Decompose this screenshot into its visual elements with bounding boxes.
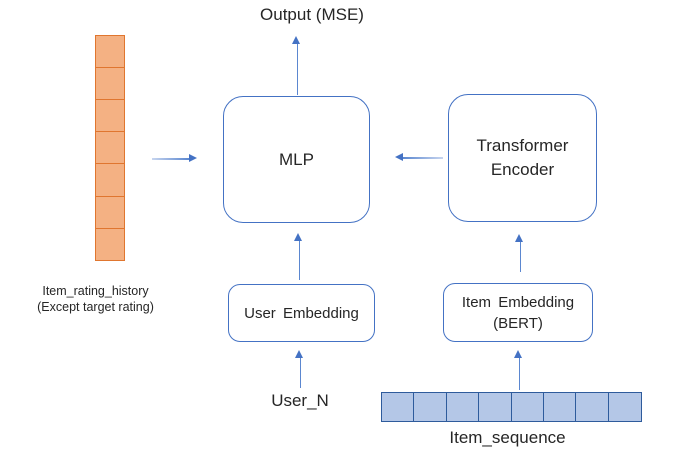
arrow-head-up-icon xyxy=(294,233,302,241)
arrow-head-up-icon xyxy=(515,234,523,242)
mlp-box: MLP xyxy=(223,96,370,223)
arrow-head-right-icon xyxy=(189,154,197,163)
vector-cell xyxy=(95,67,125,101)
output-label: Output (MSE) xyxy=(260,5,364,24)
vector-cell xyxy=(95,131,125,165)
vector-cell xyxy=(445,392,480,422)
item-sequence-label: Item_sequence xyxy=(449,428,566,447)
arrow-line xyxy=(403,157,443,159)
vector-cell xyxy=(95,163,125,197)
item-embedding-box-label: Item Embedding (BERT) xyxy=(462,292,574,334)
arrow-line xyxy=(298,241,301,280)
user-input-label: User_N xyxy=(271,391,329,410)
user-embedding-box: User Embedding xyxy=(228,284,375,342)
arrow-line xyxy=(519,242,522,272)
transformer-label-line1: Transformer xyxy=(476,136,569,155)
item-embedding-label-line1: Item Embedding xyxy=(461,293,575,311)
rating-history-label-line1: Item_rating_history xyxy=(42,284,149,298)
vector-cell xyxy=(381,392,415,422)
arrow-head-left-icon xyxy=(395,153,403,162)
vector-cell xyxy=(543,392,578,422)
vector-cell xyxy=(413,392,448,422)
item-sequence-vector xyxy=(381,392,642,422)
vector-cell xyxy=(575,392,610,422)
arrow-head-up-icon xyxy=(295,350,303,358)
arrow-line xyxy=(518,358,521,390)
arrow-line xyxy=(299,358,302,388)
item-embedding-box: Item Embedding (BERT) xyxy=(443,283,593,342)
rating-history-label: Item_rating_history (Except target ratin… xyxy=(28,283,163,315)
item-embedding-label-line2: (BERT) xyxy=(493,314,543,332)
mlp-box-label: MLP xyxy=(279,149,314,169)
user-embedding-box-label: User Embedding xyxy=(244,304,359,322)
arrow-head-up-icon xyxy=(514,350,522,358)
rating-history-vector xyxy=(95,35,125,261)
rating-history-label-line2: (Except target rating) xyxy=(37,300,154,314)
arrow-line xyxy=(296,44,299,95)
vector-cell xyxy=(607,392,642,422)
transformer-encoder-box: Transformer Encoder xyxy=(448,94,597,222)
vector-cell xyxy=(478,392,513,422)
vector-cell xyxy=(95,195,125,229)
arrow-line xyxy=(152,158,189,160)
arrow-head-up-icon xyxy=(292,36,300,44)
vector-cell xyxy=(95,99,125,133)
vector-cell xyxy=(95,227,125,261)
vector-cell xyxy=(95,35,125,69)
vector-cell xyxy=(510,392,545,422)
transformer-encoder-box-label: Transformer Encoder xyxy=(477,134,569,182)
transformer-label-line2: Encoder xyxy=(490,160,555,179)
